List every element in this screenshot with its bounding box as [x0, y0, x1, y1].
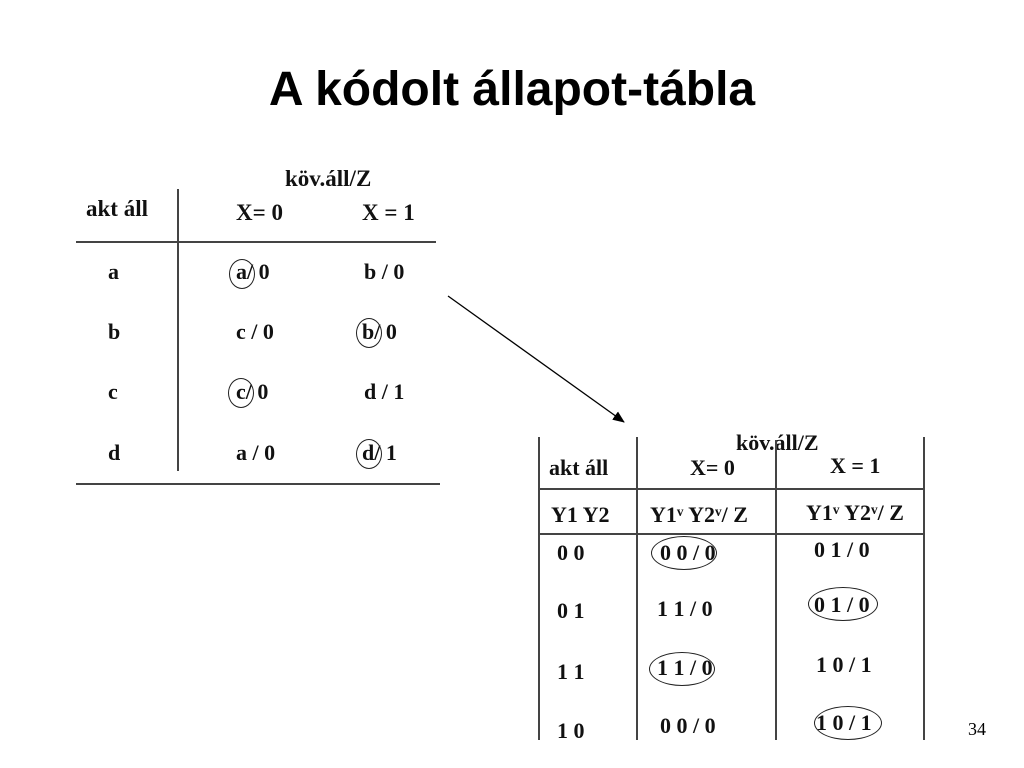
row-x1: b / 0 [364, 259, 405, 284]
subheader-x1-bits: Y1ᵛ Y2ᵛ/ Z [806, 500, 904, 525]
left-border [538, 437, 540, 740]
header-x1: X = 1 [830, 453, 881, 478]
stable-state-ellipse [651, 536, 717, 570]
header-next-state: köv.áll/Z [285, 166, 372, 191]
row-state-bits: 1 0 [557, 718, 585, 743]
right-border [923, 437, 925, 740]
header-current-state: akt áll [86, 196, 148, 221]
stable-state-ellipse [649, 652, 715, 686]
row-x1: 0 1 / 0 [814, 537, 870, 562]
subheader-divider [540, 533, 924, 535]
header-x0: X= 0 [690, 455, 735, 480]
row-state-bits: 1 1 [557, 659, 585, 684]
stable-state-circle [356, 439, 382, 469]
stable-state-ellipse [808, 587, 878, 621]
stable-state-ellipse [814, 706, 882, 740]
subheader-x0-bits: Y1ᵛ Y2ᵛ/ Z [650, 502, 748, 527]
row-state: d [108, 440, 121, 465]
row-state-bits: 0 1 [557, 598, 585, 623]
header-divider [540, 488, 924, 490]
header-x0: X= 0 [236, 200, 283, 225]
row-state: b [108, 319, 121, 344]
row-x0: 0 0 / 0 [660, 713, 716, 738]
header-x1: X = 1 [362, 200, 415, 225]
row-state: a [108, 259, 119, 284]
column-divider [775, 440, 777, 740]
row-x1: d / 1 [364, 379, 405, 404]
subheader-state-bits: Y1 Y2 [551, 502, 610, 527]
stable-state-circle [229, 259, 255, 289]
row-x0: c / 0 [236, 319, 274, 344]
stable-state-circle [356, 318, 382, 348]
row-x0: 1 1 / 0 [657, 596, 713, 621]
column-divider [177, 189, 179, 471]
row-x0: a / 0 [236, 440, 276, 465]
bottom-rule [76, 483, 440, 485]
header-divider [76, 241, 436, 243]
row-state-bits: 0 0 [557, 540, 585, 565]
row-x1: 1 0 / 1 [816, 652, 872, 677]
row-state: c [108, 379, 118, 404]
header-next-state: köv.áll/Z [736, 430, 819, 455]
column-divider [636, 437, 638, 740]
page-number: 34 [968, 719, 986, 739]
stable-state-circle [228, 378, 254, 408]
slide-title: A kódolt állapot-tábla [268, 63, 756, 116]
header-current-state: akt áll [549, 455, 609, 480]
